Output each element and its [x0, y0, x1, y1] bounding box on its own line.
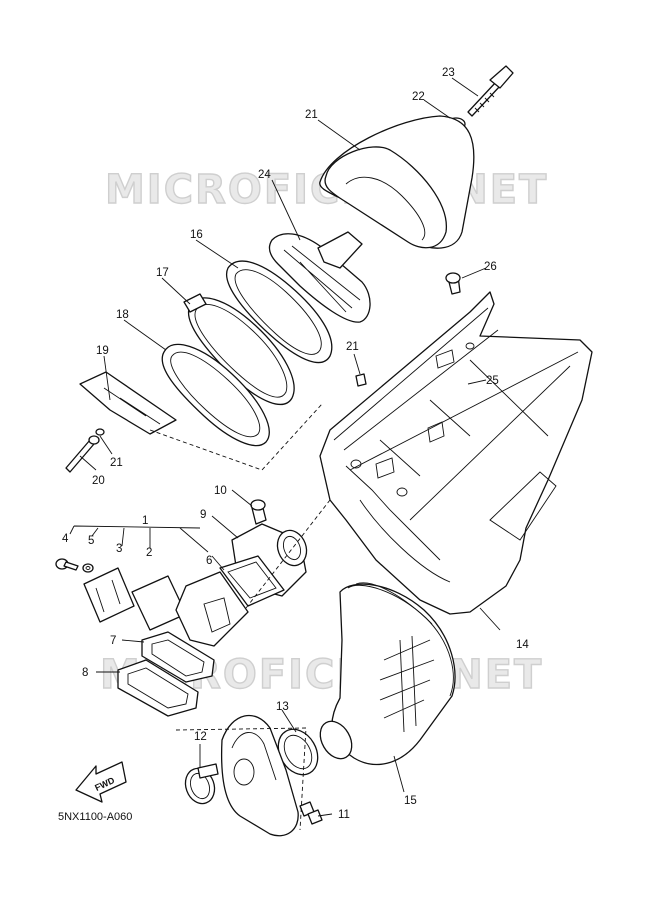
intake-manifold-body	[220, 714, 299, 837]
callout-16: 16	[190, 229, 203, 241]
part-2-stopper	[131, 575, 187, 631]
part-22-air-filter	[319, 115, 475, 249]
callout-27: 26	[484, 261, 497, 273]
callout-2: 2	[146, 547, 152, 559]
part-3-reed	[83, 567, 135, 623]
callout-21-lower: 21	[110, 457, 123, 469]
part-20-screw	[65, 435, 100, 473]
part-13-clamp	[277, 720, 353, 776]
part-18-gasket	[161, 343, 270, 447]
callout-3: 3	[116, 543, 122, 555]
callout-10: 10	[214, 485, 227, 497]
callout-20: 20	[92, 475, 105, 487]
diagram-code: 5NX1100-A060	[58, 811, 132, 823]
callout-6: 6	[206, 555, 212, 567]
callout-24: 23	[442, 67, 455, 79]
callout-1: 1	[142, 515, 148, 527]
callout-4: 4	[62, 533, 69, 545]
part-21-washer-lower	[95, 428, 105, 436]
fwd-arrow-icon: FWD	[75, 761, 127, 803]
part-5-washer	[82, 563, 94, 573]
part-16-seal	[225, 260, 333, 364]
part-8-gasket	[117, 659, 199, 717]
callout-15: 15	[404, 795, 417, 807]
callout-5: 5	[88, 535, 94, 547]
part-21-clip-upper	[355, 373, 367, 387]
part-19-plate	[79, 371, 177, 435]
part-14-air-box	[319, 291, 593, 615]
callout-18: 18	[116, 309, 129, 321]
leader-lines	[69, 77, 501, 831]
callout-19: 19	[96, 345, 109, 357]
callout-7: 7	[110, 635, 116, 647]
part-11-nut	[299, 801, 323, 825]
part-25-filter-guide	[268, 231, 371, 323]
part-27-bolt	[445, 272, 461, 295]
part-17-clamp	[183, 293, 295, 406]
part-4-screw	[55, 558, 79, 571]
part-24-wing-bolt	[467, 65, 514, 117]
callout-12: 12	[194, 731, 207, 743]
part-6-reed-valve	[219, 555, 285, 607]
callout-17: 17	[156, 267, 169, 279]
callout-25: 24	[258, 169, 271, 181]
callout-23: 22	[412, 91, 425, 103]
callout-8: 8	[82, 667, 88, 679]
part-10-bolt	[250, 499, 267, 525]
callout-26: 25	[486, 375, 499, 387]
callout-22: 21	[305, 109, 318, 121]
callout-21-upper: 21	[346, 341, 359, 353]
callout-13: 13	[276, 701, 289, 713]
part-15-duct	[331, 582, 456, 765]
callout-14: 14	[516, 639, 529, 651]
part-12-clamp	[184, 763, 219, 805]
callout-9: 9	[200, 509, 206, 521]
part-7-gasket	[141, 631, 215, 683]
reed-block	[175, 571, 249, 647]
callout-labels: 23 22 21 24 16 17 18 19 21 20 26 21 25 1…	[62, 67, 529, 821]
callout-11: 11	[338, 809, 350, 821]
